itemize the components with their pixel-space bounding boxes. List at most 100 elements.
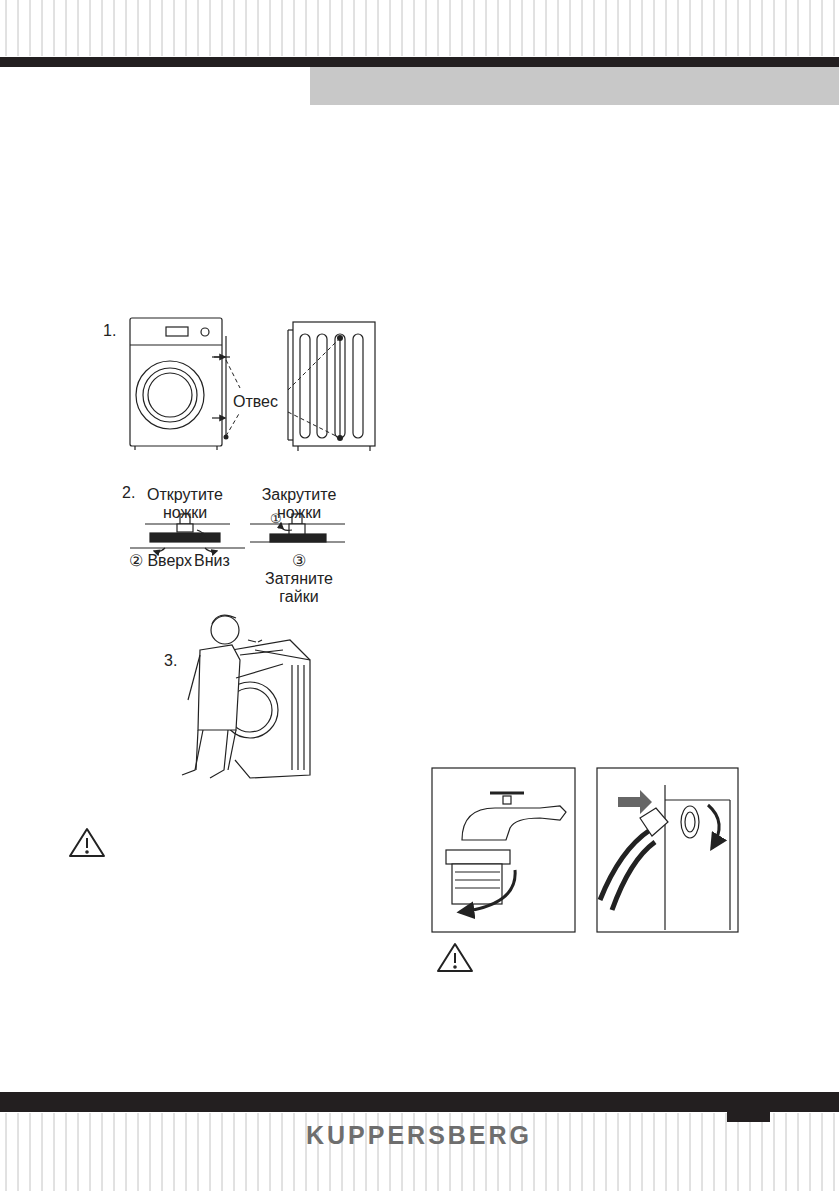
footer-bar xyxy=(0,1092,839,1112)
stripe xyxy=(174,0,175,56)
header-bar xyxy=(0,57,839,67)
stripe xyxy=(426,1113,427,1191)
stripe xyxy=(246,0,247,56)
stripe xyxy=(570,1113,571,1191)
stripe xyxy=(666,1113,667,1191)
stripe xyxy=(726,0,727,56)
stripe xyxy=(810,0,811,56)
stripe xyxy=(138,1113,139,1191)
stripe xyxy=(78,1113,79,1191)
stripe xyxy=(606,0,607,56)
stripe xyxy=(42,0,43,56)
stripe xyxy=(810,1113,811,1191)
callout-label: ② Вверх xyxy=(129,552,192,570)
stripe xyxy=(534,1113,535,1191)
stripe xyxy=(402,1113,403,1191)
callout-label: Вниз xyxy=(194,552,230,570)
stripe xyxy=(486,1113,487,1191)
stripe xyxy=(678,1113,679,1191)
stripe xyxy=(594,0,595,56)
stripe xyxy=(258,0,259,56)
callout-label: 1. xyxy=(103,322,116,340)
callout-label: 2. xyxy=(122,484,135,502)
stripe xyxy=(246,1113,247,1191)
stripe xyxy=(558,0,559,56)
stripe xyxy=(630,1113,631,1191)
stripe xyxy=(426,0,427,56)
stripe xyxy=(6,1113,7,1191)
stripe xyxy=(450,1113,451,1191)
stripe xyxy=(306,1113,307,1191)
stripe xyxy=(270,0,271,56)
stripe xyxy=(546,0,547,56)
stripe xyxy=(78,0,79,56)
stripe xyxy=(354,1113,355,1191)
stripe xyxy=(18,1113,19,1191)
stripe xyxy=(738,0,739,56)
stripe xyxy=(186,0,187,56)
stripe xyxy=(654,0,655,56)
stripe xyxy=(366,1113,367,1191)
stripe xyxy=(210,0,211,56)
stripe xyxy=(654,1113,655,1191)
stripe xyxy=(54,1113,55,1191)
stripe xyxy=(546,1113,547,1191)
stripe xyxy=(366,0,367,56)
person-with-washer xyxy=(182,615,310,778)
stripe xyxy=(750,1113,751,1191)
stripe xyxy=(42,1113,43,1191)
stripe xyxy=(690,1113,691,1191)
stripe xyxy=(102,0,103,56)
washer-side xyxy=(288,322,375,451)
stripe xyxy=(162,1113,163,1191)
stripe xyxy=(54,0,55,56)
stripe xyxy=(606,1113,607,1191)
stripe xyxy=(90,0,91,56)
stripe xyxy=(342,1113,343,1191)
stripe xyxy=(582,0,583,56)
hose-connection xyxy=(432,768,738,932)
stripe xyxy=(150,1113,151,1191)
stripe xyxy=(630,0,631,56)
stripe xyxy=(66,0,67,56)
stripe xyxy=(222,0,223,56)
stripe xyxy=(774,0,775,56)
stripe xyxy=(390,0,391,56)
stripe xyxy=(330,1113,331,1191)
stripe xyxy=(510,0,511,56)
stripe xyxy=(474,1113,475,1191)
stripe xyxy=(210,1113,211,1191)
stripe xyxy=(126,0,127,56)
stripe xyxy=(438,1113,439,1191)
stripe xyxy=(558,1113,559,1191)
stripe xyxy=(378,0,379,56)
page-tab xyxy=(727,1112,770,1122)
stripe xyxy=(774,1113,775,1191)
stripe xyxy=(462,0,463,56)
stripe xyxy=(222,1113,223,1191)
stripe xyxy=(234,1113,235,1191)
stripe xyxy=(462,1113,463,1191)
stripe xyxy=(690,0,691,56)
stripe xyxy=(702,0,703,56)
stripe xyxy=(738,1113,739,1191)
stripe xyxy=(90,1113,91,1191)
stripe xyxy=(798,0,799,56)
stripe xyxy=(498,1113,499,1191)
stripe xyxy=(294,1113,295,1191)
stripe xyxy=(30,0,31,56)
stripe xyxy=(390,1113,391,1191)
header-band xyxy=(310,67,839,105)
stripe xyxy=(270,1113,271,1191)
stripe xyxy=(786,0,787,56)
stripe xyxy=(618,1113,619,1191)
stripe xyxy=(522,1113,523,1191)
stripe xyxy=(282,1113,283,1191)
stripe xyxy=(354,0,355,56)
callout-label: ③ Затяните гайки xyxy=(259,552,339,606)
stripe xyxy=(822,1113,823,1191)
stripe xyxy=(378,1113,379,1191)
stripe xyxy=(822,0,823,56)
stripe xyxy=(714,1113,715,1191)
stripe xyxy=(66,1113,67,1191)
